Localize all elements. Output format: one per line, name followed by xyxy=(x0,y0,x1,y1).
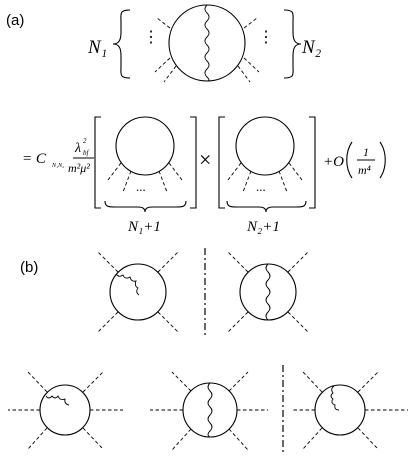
bracket-1-close xyxy=(190,116,197,209)
bracket-2-blob xyxy=(235,116,295,176)
right-leg-1 xyxy=(243,17,258,29)
b5-leg-lr xyxy=(357,427,379,450)
fraction-numerator-lambda: λ xyxy=(74,141,81,156)
fraction-denominator: m²μ² xyxy=(68,161,90,175)
left-leg-2 xyxy=(154,57,171,73)
bracket-2-leg-4 xyxy=(288,162,303,181)
cut-wavy-line xyxy=(204,4,210,82)
b5-blob xyxy=(314,384,366,436)
left-count-label: N₁ xyxy=(87,37,107,58)
fraction-numerator-sub: bf xyxy=(83,149,90,157)
right-count-label: N₂ xyxy=(301,37,322,58)
b1-blob xyxy=(109,263,167,321)
underbrace-2 xyxy=(226,200,307,213)
b1-wavy-arc xyxy=(115,273,140,296)
b2-leg-ur xyxy=(287,251,309,273)
b2-leg-ll xyxy=(227,311,249,333)
remainder-term: +O xyxy=(323,154,344,170)
left-bracket-1-open xyxy=(94,116,101,209)
left-leg-1 xyxy=(156,17,171,29)
left-vertical-ellipsis: ⋮ xyxy=(143,29,159,46)
right-leg-3 xyxy=(237,65,251,83)
b4-leg-ul xyxy=(171,371,192,392)
underbrace-1-label: N₁+1 xyxy=(127,219,161,235)
b5-leg-ur xyxy=(357,371,379,393)
bracket-1-leg-4 xyxy=(168,162,183,181)
b3-wavy-arc xyxy=(45,395,70,406)
b1-leg-ll xyxy=(97,311,119,333)
remainder-open-paren xyxy=(346,141,353,179)
b5-leg-ul xyxy=(302,371,323,393)
right-vertical-ellipsis: ⋮ xyxy=(258,29,274,46)
bracket-1-leg-3 xyxy=(158,170,168,193)
times-sign: × xyxy=(199,147,211,172)
coefficient-subscript: N₁N₂ xyxy=(51,163,64,169)
remainder-denominator: m⁴ xyxy=(358,163,371,177)
remainder-numerator: 1 xyxy=(363,145,369,159)
b4-wavy-line xyxy=(207,382,213,438)
bracket-2-leg-1 xyxy=(227,162,242,181)
b5-leg-ll xyxy=(302,427,323,450)
panel-b-label: (b) xyxy=(20,259,38,276)
b4-leg-ur xyxy=(228,371,249,392)
underbrace-2-label: N₂+1 xyxy=(246,219,280,235)
bracket-2-ellipsis: ... xyxy=(256,179,266,194)
b3-leg-lr xyxy=(82,427,104,450)
b3-leg-ll xyxy=(27,427,48,450)
right-leg-2 xyxy=(243,57,260,73)
b4-leg-ll xyxy=(171,428,192,451)
bracket-1-leg-1 xyxy=(107,162,122,181)
coefficient-c: = C xyxy=(22,151,47,167)
bracket-1-blob xyxy=(115,116,175,176)
b3-leg-ul xyxy=(27,371,48,393)
b1-leg-lr xyxy=(157,311,179,333)
bracket-2-close xyxy=(309,116,316,209)
b2-leg-ul xyxy=(227,251,249,273)
fraction-numerator-sup: 2 xyxy=(83,137,87,145)
right-curly-brace xyxy=(283,9,302,79)
left-curly-brace xyxy=(112,9,131,79)
b2-leg-lr xyxy=(287,311,309,333)
b3-leg-ur xyxy=(82,371,104,393)
b3-blob xyxy=(39,384,91,436)
underbrace-1 xyxy=(104,200,187,213)
b1-leg-ul xyxy=(97,251,119,273)
panel-a-label: (a) xyxy=(6,12,24,29)
bracket-1-leg-2 xyxy=(122,170,132,193)
remainder-close-paren xyxy=(379,141,386,179)
b4-leg-lr xyxy=(228,428,249,451)
bracket-2-leg-2 xyxy=(242,170,252,193)
b1-leg-ur xyxy=(157,251,179,273)
b2-wavy-line xyxy=(265,263,271,321)
left-leg-3 xyxy=(163,65,177,83)
bracket-1-ellipsis: ... xyxy=(136,179,146,194)
bracket-2-leg-3 xyxy=(278,170,288,193)
b5-wavy-arc xyxy=(330,385,340,411)
left-bracket-2-open xyxy=(218,116,225,209)
